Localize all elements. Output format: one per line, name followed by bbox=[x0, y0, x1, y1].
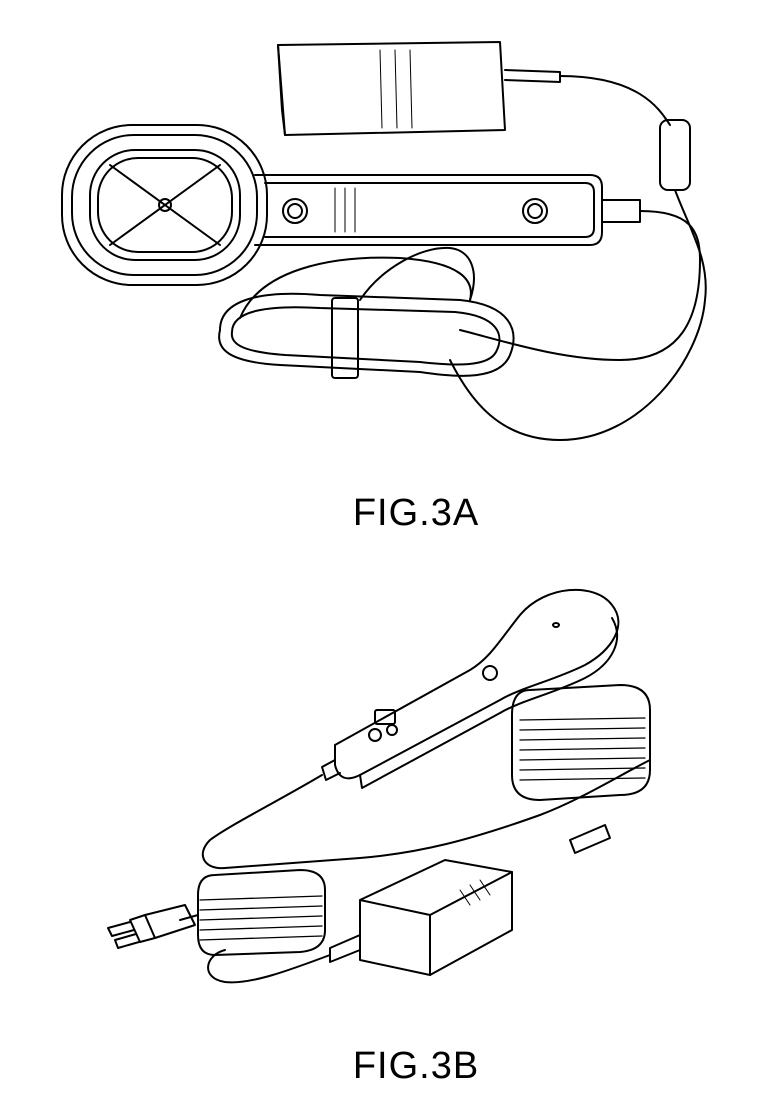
adapter-plug bbox=[329, 934, 361, 963]
power-adapter bbox=[277, 41, 671, 136]
massager-wand bbox=[201, 588, 651, 870]
figure-3a-drawing bbox=[61, 41, 707, 441]
massager-head bbox=[61, 124, 268, 286]
inline-connector bbox=[569, 824, 611, 854]
coiled-cable bbox=[218, 246, 515, 379]
figure-3b-drawing bbox=[107, 588, 651, 984]
figure-label-3b: FIG.3B bbox=[352, 1045, 480, 1087]
figure-label-3a: FIG.3A bbox=[352, 492, 480, 534]
massager-handle bbox=[254, 174, 701, 361]
cable-plug bbox=[321, 759, 341, 781]
coiled-cable-left bbox=[179, 869, 326, 956]
wall-plug bbox=[107, 904, 196, 949]
cable-connector bbox=[449, 119, 707, 441]
cable-strap bbox=[331, 297, 359, 379]
power-adapter bbox=[207, 859, 513, 984]
coiled-cable-right bbox=[511, 684, 651, 854]
